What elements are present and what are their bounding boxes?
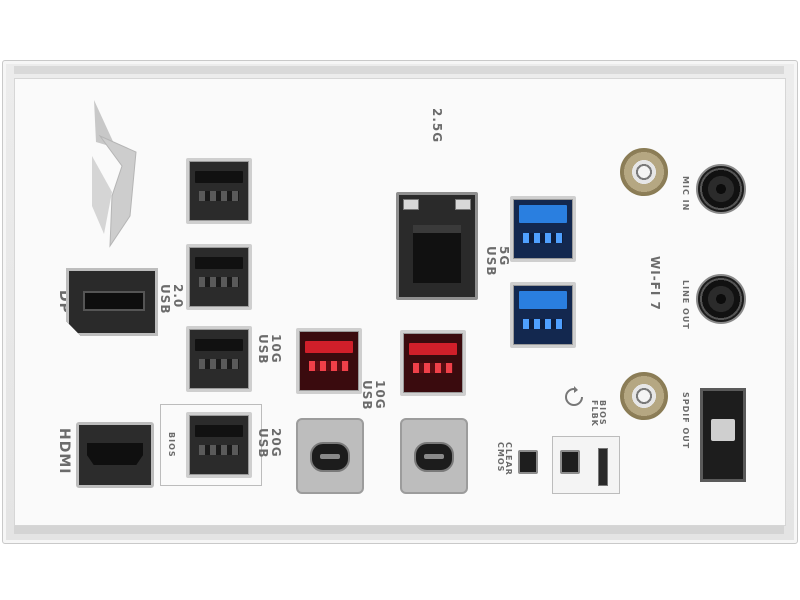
usb-bios-port[interactable] — [186, 412, 252, 478]
usb-c-20g-port[interactable] — [296, 418, 364, 494]
mic-in-label: MIC IN — [681, 176, 690, 212]
clear-cmos-label: CLEAR CMOS — [495, 442, 513, 476]
displayport-port[interactable] — [66, 268, 158, 336]
bios-usb-label: BIOS — [167, 432, 176, 458]
rog-logo-icon — [92, 100, 137, 248]
usb-5g-blue-port-2[interactable] — [510, 282, 576, 348]
usb-2-0-label: 2.0 USB — [158, 284, 185, 315]
io-shield-bottom-lip — [14, 526, 784, 534]
usb-5g-blue-port-1[interactable] — [510, 196, 576, 262]
line-out-label: LINE OUT — [681, 280, 690, 330]
lan-led-left — [403, 199, 419, 210]
usb-10g-label-left: 10G USB — [256, 334, 283, 365]
line-out-jack[interactable] — [696, 274, 746, 324]
usb-10g-red-port-right[interactable] — [400, 330, 466, 396]
usb-c-slot — [414, 442, 454, 472]
io-shield-top-lip — [14, 66, 784, 74]
usb-20g-label: 20G USB — [256, 428, 283, 459]
usb-2-0-port-3[interactable] — [186, 326, 252, 392]
lan-2-5g-label: 2.5G — [430, 108, 444, 144]
usb-10g-red-port-left[interactable] — [296, 328, 362, 394]
usb-c-10g-port[interactable] — [400, 418, 468, 494]
usb-c-slot — [310, 442, 350, 472]
wifi-antenna-connector-1[interactable] — [620, 148, 668, 196]
lan-led-right — [455, 199, 471, 210]
usb-5g-label: 5G USB — [484, 246, 511, 277]
mic-in-jack[interactable] — [696, 164, 746, 214]
bios-flbk-label: BIOS FLBK — [589, 400, 607, 427]
hdmi-label: HDMI — [56, 428, 72, 475]
spdif-optical-out-port[interactable] — [700, 388, 746, 482]
hdmi-port[interactable] — [76, 422, 154, 488]
usb-10g-label-right: 10G USB — [360, 380, 387, 411]
usb-2-0-port-2[interactable] — [186, 244, 252, 310]
clear-cmos-button[interactable] — [518, 450, 538, 474]
bios-flashback-frame — [552, 436, 620, 494]
bios-flashback-button[interactable] — [560, 450, 580, 474]
spdif-out-label: SPDIF OUT — [681, 392, 690, 450]
wifi-antenna-connector-2[interactable] — [620, 372, 668, 420]
wifi-7-label: WI-FI 7 — [648, 256, 662, 311]
usb-2-0-port-1[interactable] — [186, 158, 252, 224]
ethernet-2-5g-port[interactable] — [396, 192, 478, 300]
bios-usb-frame — [160, 404, 262, 486]
bios-flashback-arrow-icon — [565, 386, 583, 406]
bios-flashback-led — [598, 448, 608, 486]
